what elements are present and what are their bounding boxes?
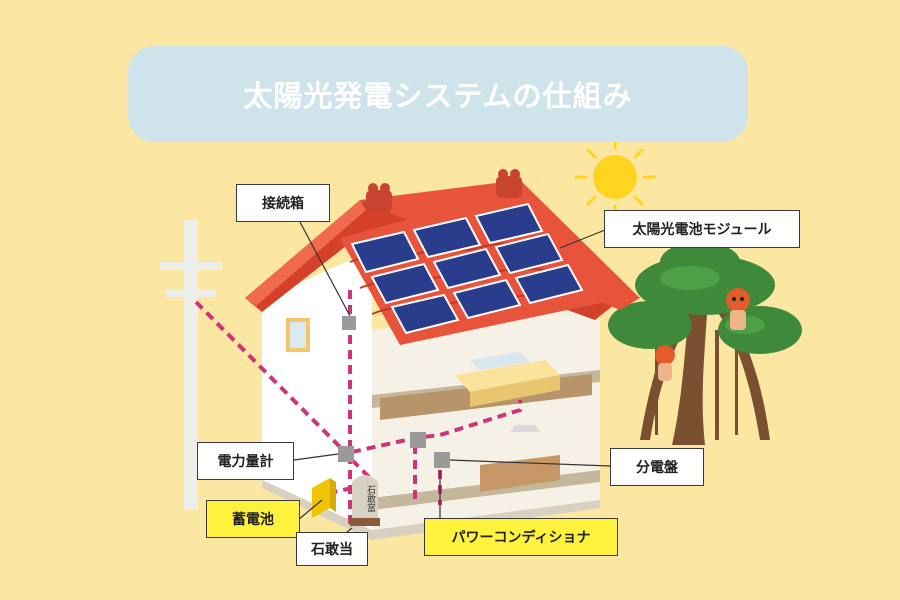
- shisa-icon: [496, 169, 522, 198]
- label-junction-box: 接続箱: [236, 184, 330, 222]
- electricity-meter: [338, 446, 354, 462]
- kijimuna-icon: [655, 345, 675, 381]
- solar-panel-array: [350, 202, 584, 335]
- sun-icon: [574, 136, 656, 218]
- distribution-board-box: [434, 452, 450, 468]
- title-banner: 太陽光発電システムの仕組み: [128, 46, 748, 142]
- junction-box: [342, 316, 356, 330]
- tree: [608, 242, 802, 445]
- label-ishiganto: 石敢当: [296, 532, 368, 566]
- stone-inscription: 石敢當: [365, 484, 375, 512]
- label-distribution-board: 分電盤: [610, 448, 704, 486]
- kijimuna-icon: [726, 288, 750, 330]
- label-solar-module: 太陽光電池モジュール: [604, 210, 800, 248]
- page-title: 太陽光発電システムの仕組み: [243, 79, 633, 113]
- utility-pole: [160, 220, 222, 510]
- ishiganto-stone: [350, 475, 380, 526]
- battery-icon: [312, 478, 336, 518]
- label-power-conditioner: パワーコンディショナ: [424, 518, 618, 556]
- power-conditioner-box: [410, 432, 426, 448]
- label-meter: 電力量計: [197, 442, 294, 480]
- shisa-icon: [366, 183, 392, 212]
- label-battery: 蓄電池: [206, 500, 300, 538]
- leader-lines: [293, 221, 611, 539]
